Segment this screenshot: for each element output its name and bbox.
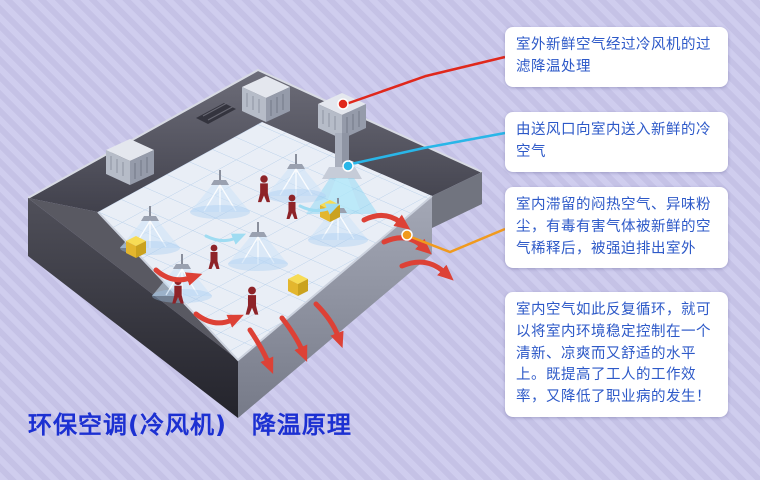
leader-dot-exhaust-air bbox=[401, 229, 413, 241]
callout-circulation-benefits: 室内空气如此反复循环，就可以将室内环境稳定控制在一个清新、凉爽而又舒适的水平上。… bbox=[505, 292, 728, 417]
callout-text: 室内空气如此反复循环，就可以将室内环境稳定控制在一个清新、凉爽而又舒适的水平上。… bbox=[516, 302, 711, 405]
leader-dot-outdoor-air bbox=[337, 98, 349, 110]
callout-text: 室内滞留的闷热空气、异味粉尘，有毒有害气体被新鲜的空气稀释后，被强迫排出室外 bbox=[516, 197, 711, 257]
interior-hot-air-arrow-1 bbox=[153, 267, 203, 286]
cool-airflow-arrows bbox=[204, 203, 341, 245]
right-wall bbox=[238, 196, 432, 418]
front-exhaust-arrow-2 bbox=[279, 315, 308, 362]
vent-grille-slats bbox=[202, 101, 235, 121]
right-exhaust-arrow-1 bbox=[361, 213, 411, 230]
leader-lines bbox=[337, 55, 506, 254]
front-exhaust-arrow-3 bbox=[313, 301, 344, 349]
callout-text: 由送风口向室内送入新鲜的冷空气 bbox=[516, 122, 711, 160]
page-title: 环保空调(冷风机) 降温原理 bbox=[28, 411, 352, 439]
left-wall bbox=[28, 198, 238, 418]
roof-vent-grille bbox=[196, 103, 236, 124]
front-exhaust-arrow-1 bbox=[247, 327, 274, 374]
right-exhaust-arrow-3 bbox=[399, 259, 454, 281]
callout-supply-fresh-cold-air: 由送风口向室内送入新鲜的冷空气 bbox=[505, 112, 728, 172]
factory-building bbox=[27, 68, 483, 418]
floor-edge-highlight bbox=[97, 195, 433, 362]
interior-hot-air-arrow-2 bbox=[193, 311, 244, 328]
leader-line-outdoor-air bbox=[345, 55, 506, 106]
callout-outdoor-air-filtering: 室外新鲜空气经过冷风机的过滤降温处理 bbox=[505, 27, 728, 87]
leader-line-exhaust-air bbox=[410, 227, 506, 254]
roof-right-edge bbox=[432, 172, 482, 228]
leader-dot-supply-air bbox=[342, 160, 354, 172]
callout-text: 室外新鲜空气经过冷风机的过滤降温处理 bbox=[516, 37, 711, 75]
leader-line-supply-air bbox=[350, 131, 506, 166]
callout-exhaust-stale-air: 室内滞留的闷热空气、异味粉尘，有毒有害气体被新鲜的空气稀释后，被强迫排出室外 bbox=[505, 187, 728, 269]
roof-rim-highlight bbox=[27, 68, 483, 199]
exhaust-airflow-arrows bbox=[153, 213, 454, 374]
